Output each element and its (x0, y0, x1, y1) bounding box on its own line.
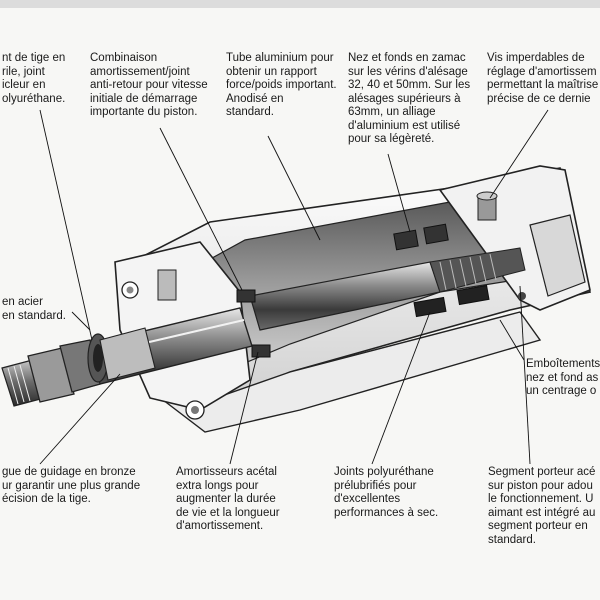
head-bolt-hole-icon (191, 406, 199, 414)
label-nez-fonds: Nez et fonds en zamac sur les vérins d'a… (348, 52, 471, 145)
rod-end-thread (1, 339, 101, 407)
rod-guide-bushing (87, 327, 156, 383)
rear-end-cap (438, 165, 591, 311)
rear-bolt-hole-icon (518, 292, 526, 300)
label-segment: Segment porteur acé sur piston pour adou… (488, 466, 596, 546)
label-amortisseurs: Amortisseurs acétal extra longs pour aug… (176, 466, 280, 532)
label-joints: Joints polyuréthane prélubrifiés pour d'… (334, 466, 439, 519)
label-vis: Vis imperdables de réglage d'amortissem … (487, 52, 599, 105)
label-acier: en acier en standard. (2, 296, 66, 322)
label-bague: gue de guidage en bronze ur garantir une… (2, 466, 141, 505)
label-tube: Tube aluminium pour obtenir un rapport f… (226, 52, 337, 118)
label-combinaison: Combinaison amortissement/joint anti-ret… (90, 52, 208, 118)
piston-seals (236, 223, 490, 358)
inner-rod (249, 247, 526, 331)
head-bolt-hole-icon (126, 286, 134, 294)
label-emboitements: Emboîtements nez et fond as un centrage … (526, 358, 600, 397)
top-edge-band (0, 0, 600, 8)
leader-lines (39, 109, 549, 465)
label-tige: nt de tige en rile, joint icleur en olyu… (2, 52, 66, 105)
rod-nut-icon (27, 347, 75, 403)
